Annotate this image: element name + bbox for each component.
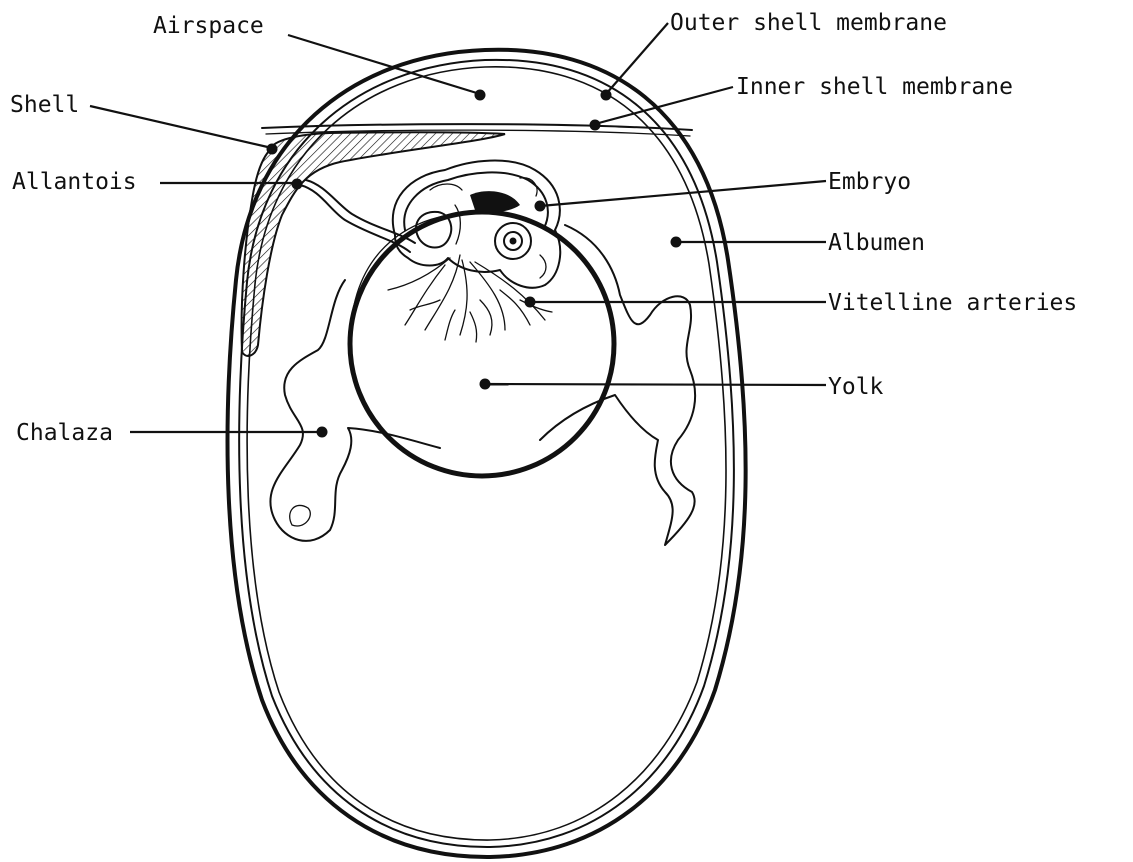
- label-vitelline-arteries: Vitelline arteries: [828, 290, 1077, 316]
- label-allantois: Allantois: [12, 169, 137, 195]
- label-embryo: Embryo: [828, 169, 911, 195]
- label-outer-shell-membrane: Outer shell membrane: [670, 10, 947, 36]
- label-yolk: Yolk: [828, 374, 884, 400]
- label-shell: Shell: [10, 92, 79, 118]
- label-airspace: Airspace: [153, 13, 264, 39]
- allantois-shape: [242, 132, 505, 356]
- label-inner-shell-membrane: Inner shell membrane: [736, 74, 1013, 100]
- label-albumen: Albumen: [828, 230, 925, 256]
- leader-lines: [90, 23, 826, 438]
- yolk-sac: [350, 212, 614, 476]
- label-chalaza: Chalaza: [16, 420, 113, 446]
